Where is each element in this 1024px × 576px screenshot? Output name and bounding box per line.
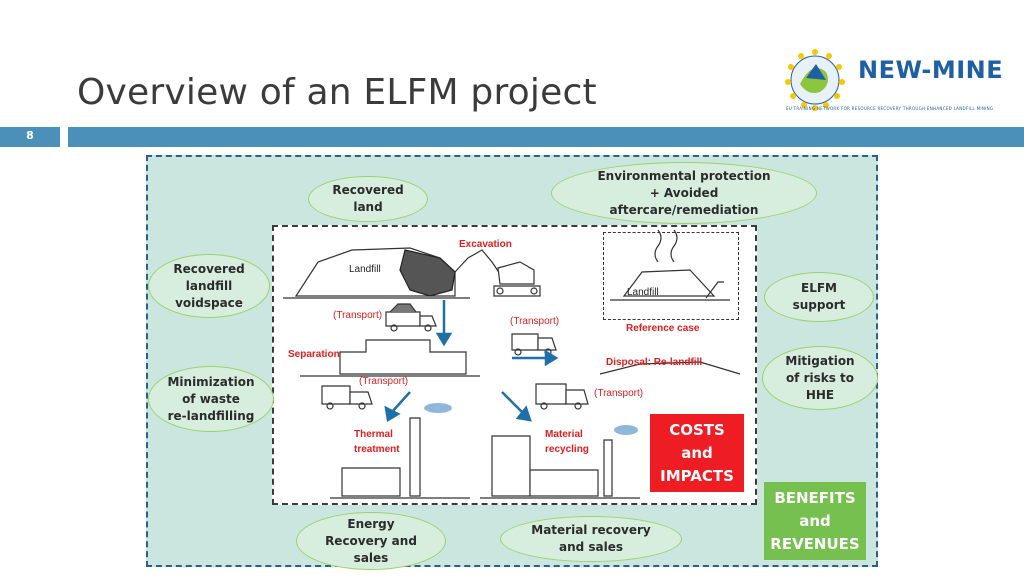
ellipse-line: re-landfilling xyxy=(167,408,255,423)
label-line: recycling xyxy=(545,444,589,455)
ellipse-elfm-support: ELFM support xyxy=(764,272,874,322)
ellipse-environmental-protection: Environmental protection + Avoided after… xyxy=(551,162,817,224)
ellipse-minimization: Minimization of waste re-landfilling xyxy=(148,366,274,432)
label-line: Material xyxy=(545,429,583,440)
ellipse-line: of risks to xyxy=(785,370,855,385)
ellipse-line: Minimization xyxy=(167,374,255,389)
label-disposal: Disposal: Re-landfill xyxy=(606,357,703,368)
label-material-recycling: Material recycling xyxy=(545,427,589,457)
slide-number: 8 xyxy=(26,129,34,142)
costs-line: and xyxy=(681,443,713,462)
ellipse-line: Mitigation xyxy=(785,353,855,368)
ellipse-line: Energy xyxy=(347,516,395,531)
ellipse-line: and sales xyxy=(558,540,624,554)
ellipse-recovered-land: Recovered land xyxy=(308,176,428,222)
label-line: Thermal xyxy=(354,429,393,440)
benefits-revenues-box: BENEFITS and REVENUES xyxy=(764,482,866,560)
costs-line: IMPACTS xyxy=(660,466,734,485)
costs-impacts-box: COSTS and IMPACTS xyxy=(650,414,744,492)
slide-title: Overview of an ELFM project xyxy=(77,72,597,113)
ellipse-line: of waste xyxy=(182,391,240,406)
label-excavation: Excavation xyxy=(459,239,512,250)
ellipse-line: Recovered xyxy=(173,261,245,276)
label-reference-case: Reference case xyxy=(626,323,700,334)
ellipse-line: support xyxy=(792,298,846,312)
label-landfill: Landfill xyxy=(349,264,381,275)
ellipse-line: landfill xyxy=(185,278,233,293)
ellipse-line: aftercare/remediation xyxy=(609,202,759,217)
ellipse-material-recovery: Material recovery and sales xyxy=(500,516,682,562)
benefits-line: and xyxy=(799,511,831,530)
label-transport-1: (Transport) xyxy=(333,310,383,321)
ellipse-line: HHE xyxy=(805,387,835,402)
ellipse-energy-recovery: Energy Recovery and sales xyxy=(296,512,446,570)
label-line: treatment xyxy=(354,444,400,455)
label-reference-landfill: Landfill xyxy=(627,287,659,298)
costs-line: COSTS xyxy=(669,420,725,439)
ellipse-line: Material recovery xyxy=(531,523,651,537)
title-underline-bar xyxy=(68,127,1024,147)
label-separation: Separation xyxy=(288,349,340,360)
benefits-line: REVENUES xyxy=(770,534,860,553)
label-transport-2: (Transport) xyxy=(510,316,560,327)
ellipse-recovered-voidspace: Recovered landfill voidspace xyxy=(148,254,270,318)
slide-number-bar xyxy=(0,127,60,147)
ellipse-line: + Avoided xyxy=(649,185,719,200)
label-transport-3: (Transport) xyxy=(359,376,409,387)
ellipse-line: ELFM xyxy=(801,281,837,295)
label-thermal-treatment: Thermal treatment xyxy=(354,427,400,457)
benefits-line: BENEFITS xyxy=(774,488,856,507)
ellipse-mitigation: Mitigation of risks to HHE xyxy=(762,346,878,410)
logo-tagline: EU TRAINING NETWORK FOR RESOURCE RECOVER… xyxy=(786,106,994,111)
logo-wordmark: NEW-MINE xyxy=(858,56,1004,84)
ellipse-line: sales xyxy=(353,550,389,565)
label-transport-4: (Transport) xyxy=(594,388,644,399)
ellipse-line: Recovery and xyxy=(325,533,417,548)
ellipse-line: voidspace xyxy=(175,295,243,310)
ellipse-line: Recovered xyxy=(332,183,404,197)
ellipse-line: land xyxy=(353,200,383,214)
ellipse-line: Environmental protection xyxy=(597,168,771,183)
